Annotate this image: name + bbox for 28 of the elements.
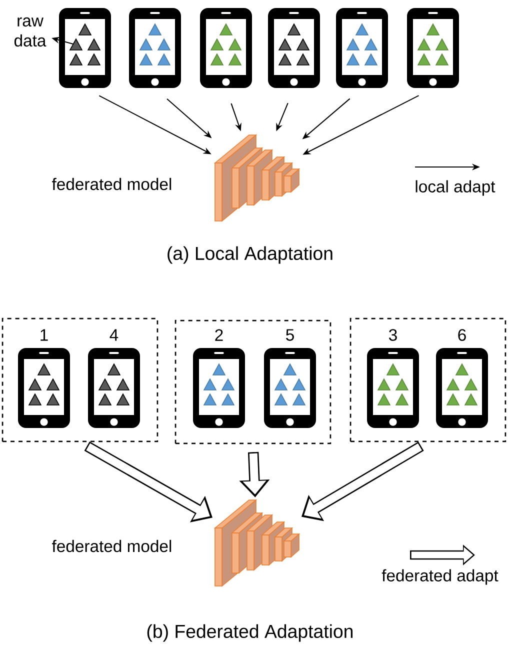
text-label: raw data bbox=[14, 17, 46, 47]
number-label: 6 bbox=[458, 329, 466, 341]
caption: (a) Local Adaptation bbox=[168, 246, 332, 264]
phone-icon bbox=[193, 348, 245, 428]
phone-icon bbox=[367, 348, 419, 428]
model-label: federated model bbox=[52, 178, 172, 190]
phone-icon bbox=[88, 348, 140, 428]
phone-icon bbox=[129, 8, 181, 88]
number-label: 4 bbox=[110, 329, 118, 341]
number-label: 5 bbox=[286, 329, 294, 341]
model-label: federated model bbox=[52, 540, 172, 552]
dashed-group-box bbox=[174, 320, 332, 444]
dashed-group-box bbox=[350, 318, 506, 442]
phone-icon bbox=[407, 8, 459, 88]
caption: (b) Federated Adaptation bbox=[147, 624, 353, 642]
phone-icon bbox=[268, 8, 320, 88]
number-label: 2 bbox=[215, 329, 223, 341]
dashed-group-box bbox=[2, 318, 158, 442]
legend-label: federated adapt bbox=[382, 569, 498, 585]
phone-icon bbox=[336, 8, 388, 88]
phone-icon bbox=[436, 348, 488, 428]
number-label: 3 bbox=[389, 329, 397, 341]
phone-icon bbox=[200, 8, 252, 88]
phone-icon bbox=[18, 348, 70, 428]
phone-icon bbox=[264, 348, 316, 428]
phone-icon bbox=[59, 8, 111, 88]
number-label: 1 bbox=[40, 329, 48, 341]
legend-label: local adapt bbox=[416, 180, 496, 196]
